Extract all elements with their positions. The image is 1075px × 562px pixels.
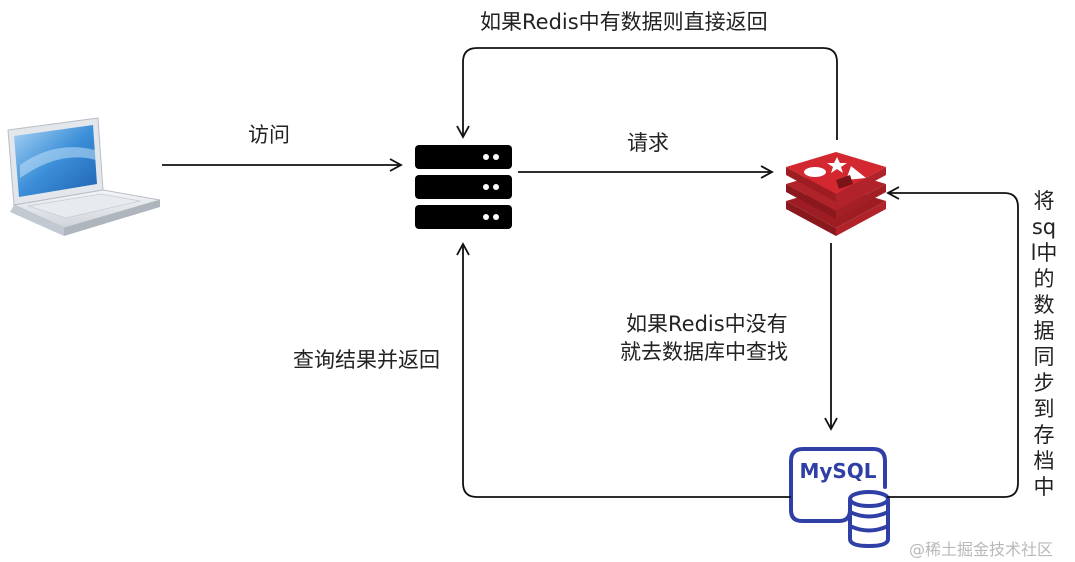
laptop-icon [7,117,161,236]
arrow-redis-return-to-server [456,47,838,140]
label-visit: 访问 [248,123,290,147]
mysql-icon: MySQL [789,447,890,549]
mysql-logo-text: MySQL [799,459,876,483]
arrow-mysql-return-to-server [456,242,791,498]
label-cache-miss-line2: 就去数据库中查找 [620,340,788,364]
label-sync-vertical: 将sql中的数据同步到存档中 [1030,189,1058,499]
label-request: 请求 [627,131,669,155]
label-return-if-cached: 如果Redis中有数据则直接返回 [480,10,768,34]
arrow-mysql-sync-to-redis [886,186,1019,498]
label-cache-miss-line1: 如果Redis中没有 [626,312,788,336]
server-icon [415,145,512,229]
redis-icon [786,152,886,236]
label-query-and-return: 查询结果并返回 [293,348,440,372]
watermark: @稀土掘金技术社区 [909,540,1054,559]
